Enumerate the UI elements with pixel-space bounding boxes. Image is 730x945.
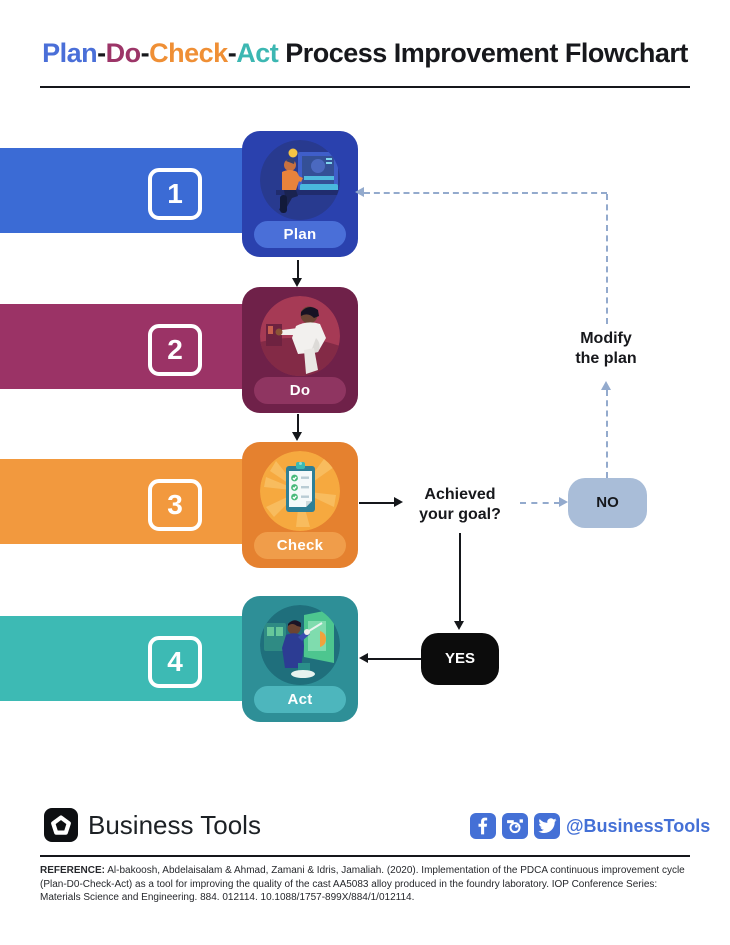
dashed-modify-up <box>606 194 608 324</box>
act-label-pill: Act <box>254 686 346 713</box>
reference-text: REFERENCE: Al-bakoosh, Abdelaisalam & Ah… <box>40 864 690 905</box>
modify-line2: the plan <box>575 350 637 367</box>
twitter-icon[interactable] <box>534 813 560 839</box>
footer-divider <box>40 855 690 857</box>
step-number-badge-4: 4 <box>148 636 202 688</box>
title-seg-do: Do <box>105 38 142 68</box>
question-line1: Achieved <box>424 486 496 503</box>
dashed-return-to-plan <box>364 192 607 194</box>
reference-body: Al-bakoosh, Abdelaisalam & Ahmad, Zamani… <box>40 865 685 903</box>
arrow-check-to-question <box>359 502 395 504</box>
act-illustration <box>260 605 340 685</box>
question-label: Achieved your goal? <box>402 485 518 525</box>
do-card: Do <box>242 287 358 413</box>
arrow-question-to-yes <box>459 533 461 622</box>
social-handle[interactable]: @BusinessTools <box>566 816 711 836</box>
do-illustration <box>260 296 340 376</box>
plan-label-pill: Plan <box>254 221 346 248</box>
dashed-arrowhead-to-no <box>559 497 568 507</box>
step-number-badge-3: 3 <box>148 479 202 531</box>
arrowhead-question-to-yes <box>454 621 464 630</box>
title-seg-plan: Plan <box>42 38 98 68</box>
arrowhead-yes-to-act <box>359 653 368 663</box>
title-seg-act: Act <box>236 38 279 68</box>
arrow-yes-to-act <box>368 658 421 660</box>
no-node: NO <box>568 478 647 528</box>
title-seg-rest: Process Improvement Flowchart <box>278 38 688 68</box>
title-seg-hyphen: - <box>227 38 237 68</box>
modify-plan-label: Modify the plan <box>546 329 666 369</box>
page-title: Plan-Do-Check-Act Process Improvement Fl… <box>0 38 730 69</box>
arrowhead-do-to-check <box>292 432 302 441</box>
title-seg-hyphen: - <box>140 38 150 68</box>
brand-name: Business Tools <box>88 810 261 840</box>
dashed-no-to-modify <box>606 390 608 478</box>
check-card: Check <box>242 442 358 568</box>
step-number-badge-1: 1 <box>148 168 202 220</box>
arrowhead-check-to-question <box>394 497 403 507</box>
plan-card: Plan <box>242 131 358 257</box>
do-label-pill: Do <box>254 377 346 404</box>
reference-label: REFERENCE: <box>40 865 106 876</box>
title-seg-hyphen: - <box>97 38 106 68</box>
arrow-do-to-check <box>297 414 299 433</box>
check-illustration <box>260 451 340 531</box>
plan-illustration <box>260 140 340 220</box>
title-seg-check: Check <box>149 38 228 68</box>
business-tools-logo <box>44 808 78 842</box>
yes-node: YES <box>421 633 499 685</box>
step-number-badge-2: 2 <box>148 324 202 376</box>
arrow-plan-to-do <box>297 260 299 279</box>
modify-line1: Modify <box>580 330 632 347</box>
title-divider <box>40 86 690 88</box>
question-line2: your goal? <box>419 506 501 523</box>
dashed-arrowhead-to-modify <box>601 381 611 390</box>
dashed-question-to-no <box>520 502 560 504</box>
facebook-icon[interactable] <box>470 813 496 839</box>
check-label-pill: Check <box>254 532 346 559</box>
arrowhead-plan-to-do <box>292 278 302 287</box>
dashed-arrowhead-to-plan <box>355 187 364 197</box>
act-card: Act <box>242 596 358 722</box>
instagram-icon[interactable] <box>502 813 528 839</box>
